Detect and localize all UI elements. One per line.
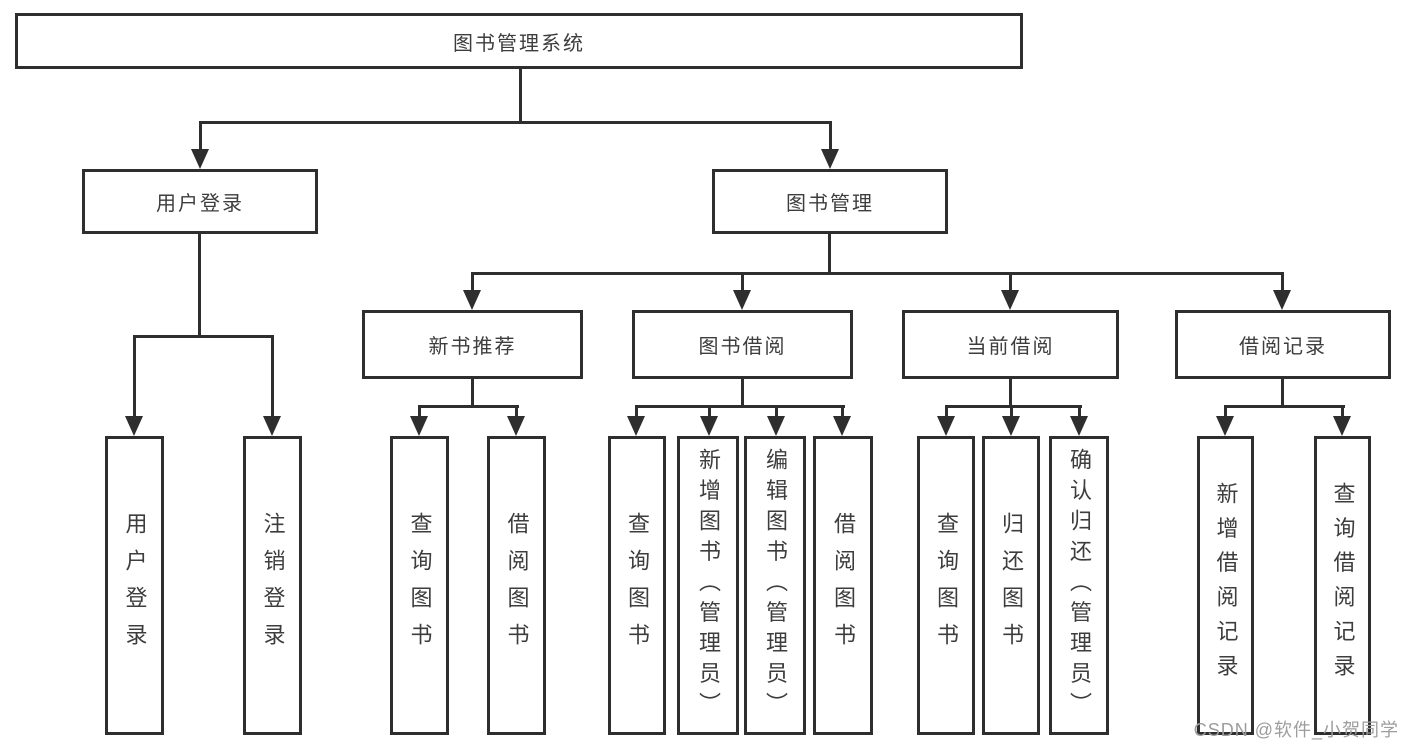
leaf-borrow-add: 新增图书（管理员） xyxy=(677,436,739,735)
node-new-book-rec: 新书推荐 xyxy=(362,310,583,379)
arrow-to-borrow-records xyxy=(1273,272,1291,310)
connector-borrow-stem xyxy=(741,378,744,407)
arrow-borrow-add xyxy=(700,405,718,436)
connector-borrow-horizontal xyxy=(635,405,845,408)
arrow-to-current-borrow xyxy=(1001,272,1019,310)
leaf-borrow-query: 查询图书 xyxy=(608,436,666,735)
connector-newbook-stem xyxy=(471,378,474,407)
leaf-borrow-lend: 借阅图书 xyxy=(813,436,873,735)
connector-level1-horizontal xyxy=(199,121,832,124)
arrow-borrow-query xyxy=(627,405,645,436)
arrow-to-book-mgmt xyxy=(821,121,839,169)
node-book-mgmt: 图书管理 xyxy=(712,169,948,234)
connector-root-stem xyxy=(519,68,522,123)
node-library-system-label: 图书管理系统 xyxy=(453,32,585,55)
leaf-newbook-query-label: 查询图书 xyxy=(407,511,433,660)
node-book-borrow: 图书借阅 xyxy=(632,310,853,379)
arrow-to-logout-leaf xyxy=(263,335,281,436)
leaf-records-add: 新增借阅记录 xyxy=(1197,436,1254,735)
arrow-newbook-query xyxy=(410,405,428,436)
arrow-to-user-login xyxy=(191,121,209,169)
node-library-system: 图书管理系统 xyxy=(15,13,1023,69)
leaf-newbook-query: 查询图书 xyxy=(390,436,449,735)
connector-newbook-horizontal xyxy=(418,405,519,408)
leaf-current-confirm-label: 确认归还（管理员） xyxy=(1067,448,1092,723)
arrow-borrow-lend xyxy=(833,405,851,436)
csdn-watermark: CSDN @软件_小贺同学 xyxy=(1193,720,1399,740)
leaf-newbook-borrow-label: 借阅图书 xyxy=(504,511,530,660)
connector-current-stem xyxy=(1009,378,1012,407)
node-book-borrow-label: 图书借阅 xyxy=(698,336,787,358)
leaf-current-confirm: 确认归还（管理员） xyxy=(1049,436,1109,735)
node-current-borrow-label: 当前借阅 xyxy=(966,336,1055,358)
leaf-user-login: 用户登录 xyxy=(105,436,164,735)
node-borrow-records: 借阅记录 xyxy=(1175,310,1391,379)
arrow-records-query xyxy=(1333,405,1351,436)
leaf-borrow-lend-label: 借阅图书 xyxy=(831,511,856,660)
leaf-newbook-borrow: 借阅图书 xyxy=(487,436,546,735)
node-current-borrow: 当前借阅 xyxy=(902,310,1119,379)
arrow-current-return xyxy=(1002,405,1020,436)
connector-bookmgmt-horizontal xyxy=(471,272,1284,275)
connector-userlogin-horizontal xyxy=(133,335,274,338)
connector-records-stem xyxy=(1281,378,1284,407)
arrow-to-book-borrow xyxy=(733,272,751,310)
arrow-to-new-book-rec xyxy=(463,272,481,310)
leaf-logout-label: 注销登录 xyxy=(260,511,286,660)
leaf-logout: 注销登录 xyxy=(243,436,302,735)
arrow-to-user-login-leaf xyxy=(125,335,143,436)
arrow-current-confirm xyxy=(1070,405,1088,436)
node-user-login-label: 用户登录 xyxy=(156,193,244,215)
leaf-records-add-label: 新增借阅记录 xyxy=(1213,482,1239,689)
connector-bookmgmt-stem xyxy=(828,233,831,274)
leaf-records-query-label: 查询借阅记录 xyxy=(1330,482,1356,689)
leaf-current-query-label: 查询图书 xyxy=(934,511,959,660)
node-book-mgmt-label: 图书管理 xyxy=(786,193,874,215)
leaf-borrow-add-label: 新增图书（管理员） xyxy=(696,448,721,723)
leaf-current-return-label: 归还图书 xyxy=(999,511,1024,660)
node-borrow-records-label: 借阅记录 xyxy=(1239,336,1327,358)
connector-current-horizontal xyxy=(945,405,1082,408)
connector-records-horizontal xyxy=(1224,405,1345,408)
connector-userlogin-stem xyxy=(198,233,201,337)
arrow-borrow-edit xyxy=(767,405,785,436)
arrow-current-query xyxy=(937,405,955,436)
leaf-current-query: 查询图书 xyxy=(917,436,975,735)
arrow-records-add xyxy=(1216,405,1234,436)
arrow-newbook-borrow xyxy=(507,405,525,436)
leaf-borrow-query-label: 查询图书 xyxy=(625,511,650,660)
leaf-borrow-edit: 编辑图书（管理员） xyxy=(744,436,806,735)
leaf-records-query: 查询借阅记录 xyxy=(1314,436,1371,735)
leaf-current-return: 归还图书 xyxy=(982,436,1040,735)
node-user-login: 用户登录 xyxy=(82,169,318,234)
leaf-user-login-label: 用户登录 xyxy=(122,511,148,660)
node-new-book-rec-label: 新书推荐 xyxy=(428,336,517,358)
leaf-borrow-edit-label: 编辑图书（管理员） xyxy=(763,448,788,723)
